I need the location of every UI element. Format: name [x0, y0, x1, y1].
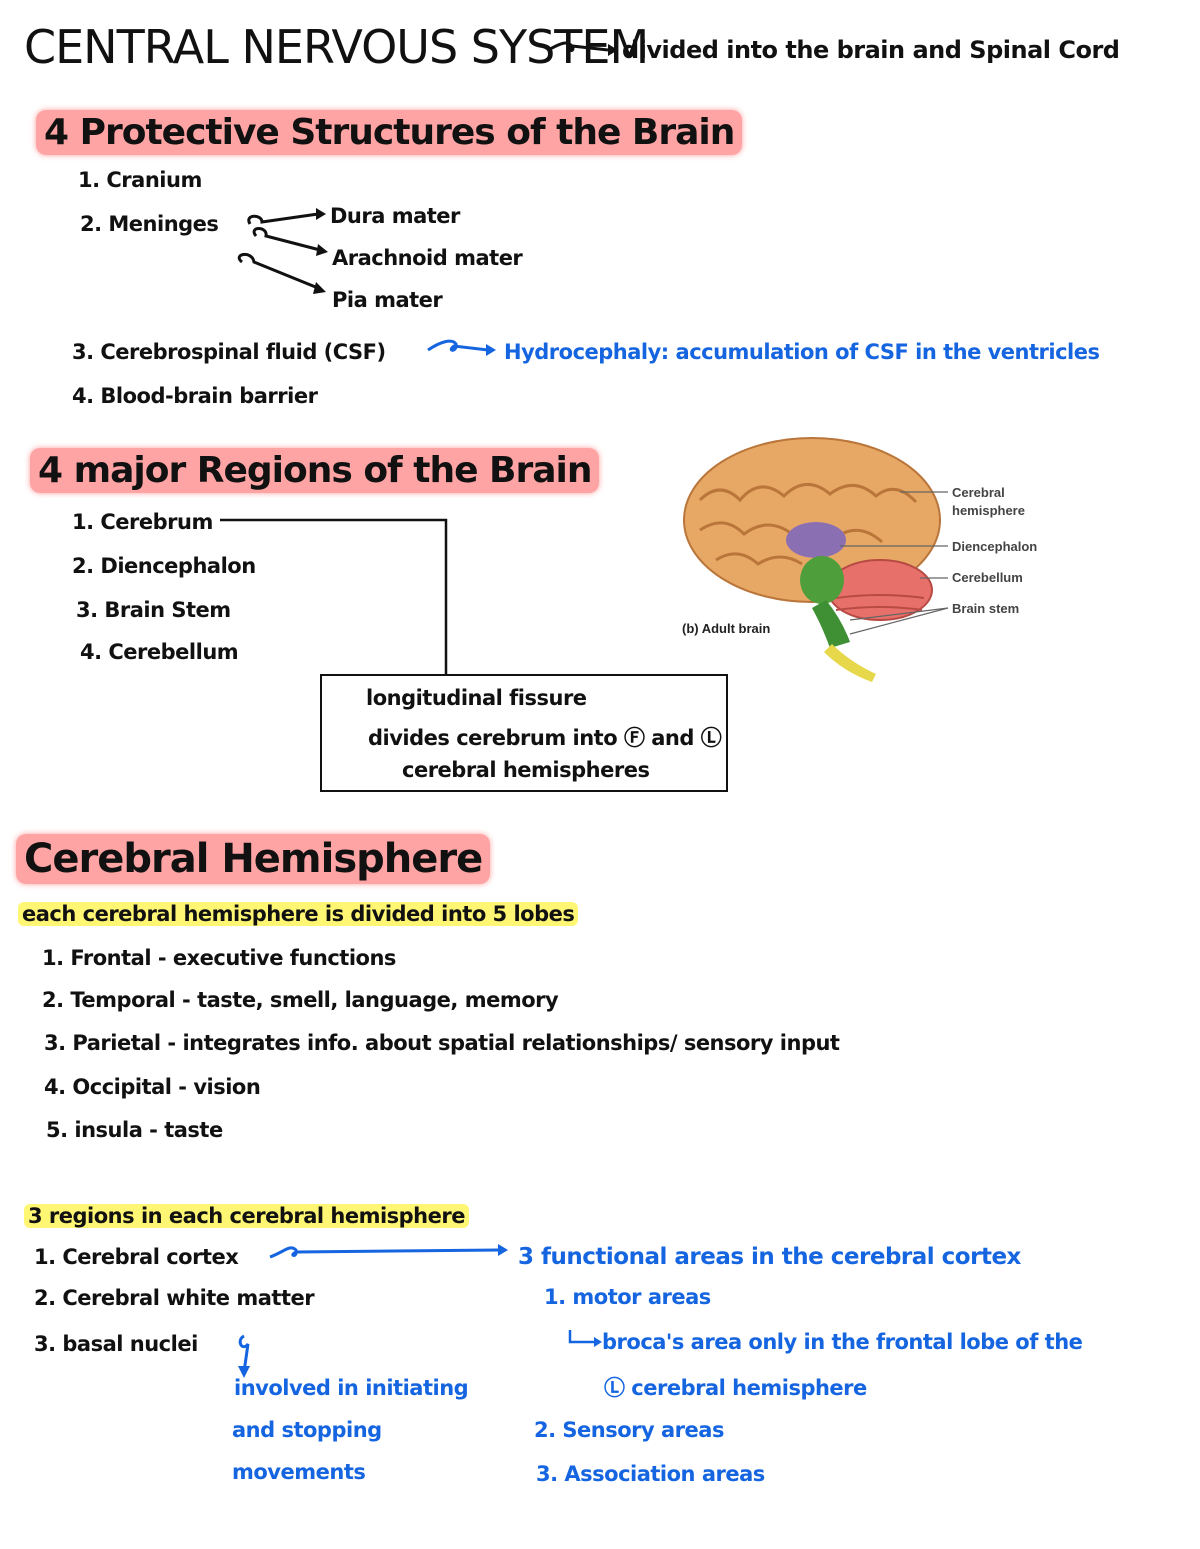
meninges-layer: Dura mater [330, 204, 460, 228]
functional-item: 1. motor areas [544, 1285, 711, 1309]
region-item: 1. Cerebrum [72, 510, 213, 534]
figure-label: Cerebellum [952, 570, 1023, 585]
region-item: 4. Cerebellum [80, 640, 239, 664]
figure-label: hemisphere [952, 503, 1025, 518]
fissure-line: longitudinal fissure [366, 686, 587, 710]
basal-note: movements [232, 1460, 366, 1484]
fissure-box [320, 674, 728, 792]
figure-label: Brain stem [952, 601, 1020, 616]
protective-item: 4. Blood-brain barrier [72, 384, 318, 408]
fissure-line: divides cerebrum into Ⓕ and Ⓛ [368, 726, 722, 750]
page-title: CENTRAL NERVOUS SYSTEM [24, 20, 649, 74]
region-item: 2. Diencephalon [72, 554, 256, 578]
functional-subnote: broca's area only in the frontal lobe of… [602, 1330, 1083, 1354]
meninges-layer: Pia mater [332, 288, 443, 312]
basal-note: involved in initiating [234, 1376, 469, 1400]
region3-item: 3. basal nuclei [34, 1332, 198, 1356]
lobe-item: 5. insula - taste [46, 1118, 223, 1142]
functional-heading: 3 functional areas in the cerebral corte… [518, 1244, 1021, 1270]
lobe-item: 4. Occipital - vision [44, 1075, 261, 1099]
figure-label: Cerebral [952, 485, 1005, 500]
functional-subnote: Ⓛ cerebral hemisphere [604, 1376, 867, 1400]
hemisphere-subheading: each cerebral hemisphere is divided into… [18, 902, 579, 926]
region3-item: 2. Cerebral white matter [34, 1286, 315, 1310]
hemisphere-heading: Cerebral Hemisphere [16, 834, 491, 884]
protective-item: 2. Meninges [80, 212, 219, 236]
regions3-heading: 3 regions in each cerebral hemisphere [24, 1204, 469, 1228]
figure-caption: (b) Adult brain [682, 621, 771, 636]
region3-item: 1. Cerebral cortex [34, 1245, 239, 1269]
csf-note: Hydrocephaly: accumulation of CSF in the… [504, 340, 1100, 364]
meninges-layer: Arachnoid mater [332, 246, 523, 270]
lobe-item: 2. Temporal - taste, smell, language, me… [42, 988, 559, 1012]
functional-item: 2. Sensory areas [534, 1418, 724, 1442]
figure-label: Diencephalon [952, 539, 1038, 554]
functional-item: 3. Association areas [536, 1462, 765, 1486]
title-note: divided into the brain and Spinal Cord [622, 36, 1120, 64]
protective-heading: 4 Protective Structures of the Brain [36, 110, 743, 155]
fissure-line: cerebral hemispheres [402, 758, 650, 782]
regions-heading: 4 major Regions of the Brain [30, 448, 600, 493]
lobe-item: 3. Parietal - integrates info. about spa… [44, 1031, 840, 1055]
protective-item: 1. Cranium [78, 168, 202, 192]
region-item: 3. Brain Stem [76, 598, 231, 622]
basal-note: and stopping [232, 1418, 382, 1442]
lobe-item: 1. Frontal - executive functions [42, 946, 396, 970]
protective-item: 3. Cerebrospinal fluid (CSF) [72, 340, 386, 364]
